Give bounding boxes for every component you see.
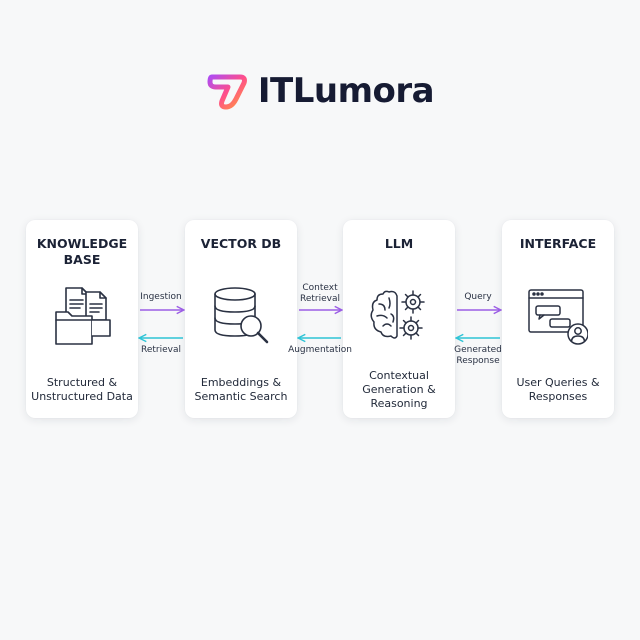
flow-label-augmentation: Augmentation — [288, 345, 352, 355]
stage-card-knowledge-base: KNOWLEDGE BASE Structured & Unstructured… — [26, 220, 138, 418]
flow-label-query: Query — [464, 292, 492, 302]
stage-card-vector-db: VECTOR DB Embeddings & Semantic Search — [185, 220, 297, 418]
stage-title: INTERFACE — [519, 236, 597, 251]
stage-description: Contextual Generation & Reasoning — [362, 369, 436, 410]
stage-card-interface: INTERFACE User Queries & Responses — [502, 220, 614, 418]
stage-description: Structured & Unstructured Data — [31, 376, 133, 403]
brain-gears-icon — [370, 290, 425, 340]
stage-description: User Queries & Responses — [516, 376, 600, 403]
database-search-icon — [214, 287, 269, 344]
stage-title: VECTOR DB — [200, 236, 282, 251]
stage-title: KNOWLEDGE BASE — [36, 236, 128, 267]
itlumora-logo-icon — [207, 74, 247, 110]
brand-name: ITLumora — [257, 71, 435, 111]
brand-header: ITLumora — [0, 64, 640, 118]
flow-label-ingestion: Ingestion — [140, 292, 182, 302]
flow-label-retrieval: Retrieval — [141, 345, 181, 355]
flow-label-generated-response: Generated Response — [454, 345, 502, 366]
flow-label-context-retrieval: Context Retrieval — [300, 283, 340, 304]
chat-window-user-icon — [528, 289, 588, 345]
documents-folder-icon — [55, 287, 111, 345]
stage-card-llm: LLM Contextual Generation & Reasoning — [343, 220, 455, 418]
stage-description: Embeddings & Semantic Search — [194, 376, 288, 403]
stage-title: LLM — [384, 236, 414, 251]
